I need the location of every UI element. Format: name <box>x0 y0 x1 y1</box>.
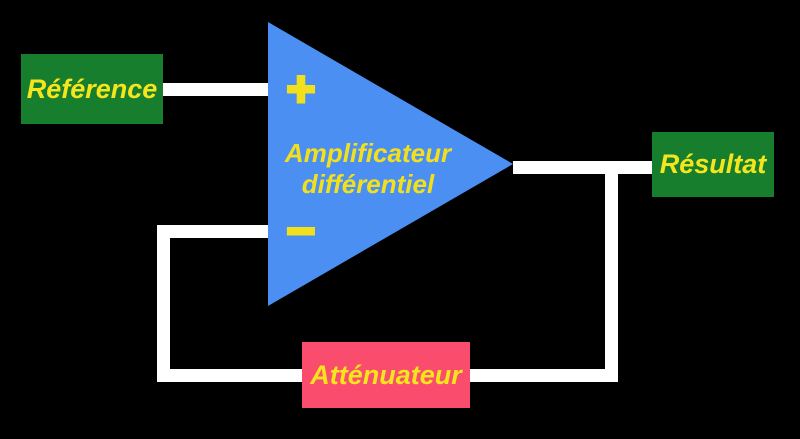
result-block: Résultat <box>652 132 774 197</box>
result-label: Résultat <box>659 149 767 179</box>
wire-output-to-result <box>513 161 653 174</box>
minus-input-icon: − <box>276 202 326 261</box>
plus-input-icon: + <box>276 60 326 119</box>
amplifier-label-line1: Amplificateur <box>284 138 452 168</box>
plus-sign-label: + <box>285 60 317 119</box>
wire-feedback-branch-vertical <box>605 161 618 382</box>
attenuator-label: Atténuateur <box>310 359 462 390</box>
amplifier-label-line2: différentiel <box>301 169 435 199</box>
amplifier-label: Amplificateur différentiel <box>268 138 468 200</box>
wire-feedback-left-vertical <box>157 225 170 382</box>
reference-label: Référence <box>26 73 158 104</box>
reference-block: Référence <box>21 54 163 124</box>
wire-feedback-to-minus-input <box>157 225 268 238</box>
attenuator-block: Atténuateur <box>302 342 470 408</box>
wire-reference-to-plus-input <box>163 83 268 96</box>
minus-sign-label: − <box>285 202 317 261</box>
